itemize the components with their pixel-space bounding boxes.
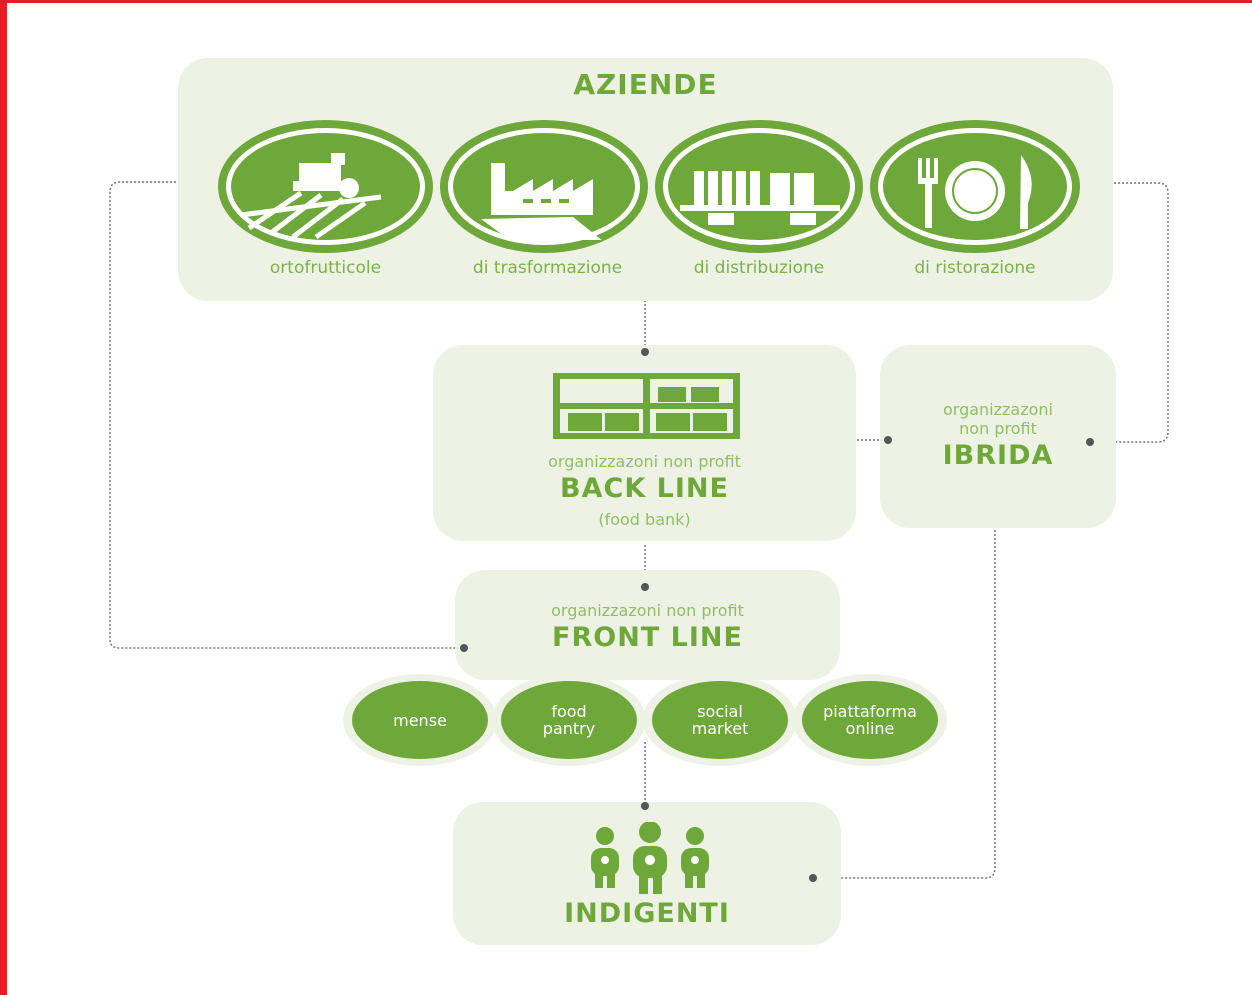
- category-label-distribuzione: di distribuzione: [693, 258, 825, 278]
- type-circle-food-pantry: food pantry: [501, 681, 637, 759]
- type-circle-piattaforma-online: piattaforma online: [802, 681, 938, 759]
- type-label-pantry: pantry: [542, 719, 596, 738]
- type-label-online: online: [845, 719, 895, 738]
- line-aziende-ibrida: [1090, 182, 1169, 443]
- warehouse-shelf-icon: [553, 373, 740, 439]
- type-circle-social-market: social market: [652, 681, 788, 759]
- people-icon: [591, 822, 709, 894]
- connector-dot: [1086, 438, 1094, 446]
- ibrida-panel: [880, 345, 1116, 528]
- ibrida-pretext-line1: organizzazoni: [942, 400, 1053, 419]
- type-label-food: food: [551, 702, 587, 721]
- connector-dot: [884, 436, 892, 444]
- connector-dot: [641, 802, 649, 810]
- type-circle-mense: mense: [352, 681, 488, 759]
- category-label-ortofrutticole: ortofrutticole: [269, 258, 382, 278]
- back-line-pretext: organizzazoni non profit: [548, 452, 741, 471]
- connector-dot: [641, 583, 649, 591]
- front-line-pretext: organizzazoni non profit: [551, 601, 744, 620]
- type-label-market: market: [691, 719, 749, 738]
- connector-dot: [641, 348, 649, 356]
- line-aziende-frontline: [109, 181, 465, 649]
- category-label-trasformazione: di trasformazione: [472, 258, 623, 278]
- connector-dot: [460, 644, 468, 652]
- tractor-field-icon: [240, 153, 382, 240]
- front-line-title: FRONT LINE: [552, 622, 743, 653]
- type-label-social: social: [697, 702, 743, 721]
- back-line-title: BACK LINE: [560, 473, 729, 504]
- ibrida-pretext-line2: non profit: [959, 419, 1037, 438]
- category-label-ristorazione: di ristorazione: [914, 258, 1036, 278]
- ibrida-title: IBRIDA: [942, 440, 1054, 471]
- shelves-bottles-icon: [680, 171, 840, 225]
- aziende-title: AZIENDE: [573, 68, 718, 101]
- type-label-piattaforma: piattaforma: [823, 702, 917, 721]
- factory-icon: [481, 163, 602, 240]
- type-label-mense: mense: [393, 710, 447, 730]
- indigenti-title: INDIGENTI: [564, 898, 730, 929]
- fork-plate-knife-icon: [918, 155, 1032, 229]
- back-line-subtitle: (food bank): [598, 510, 691, 529]
- connector-dot: [809, 874, 817, 882]
